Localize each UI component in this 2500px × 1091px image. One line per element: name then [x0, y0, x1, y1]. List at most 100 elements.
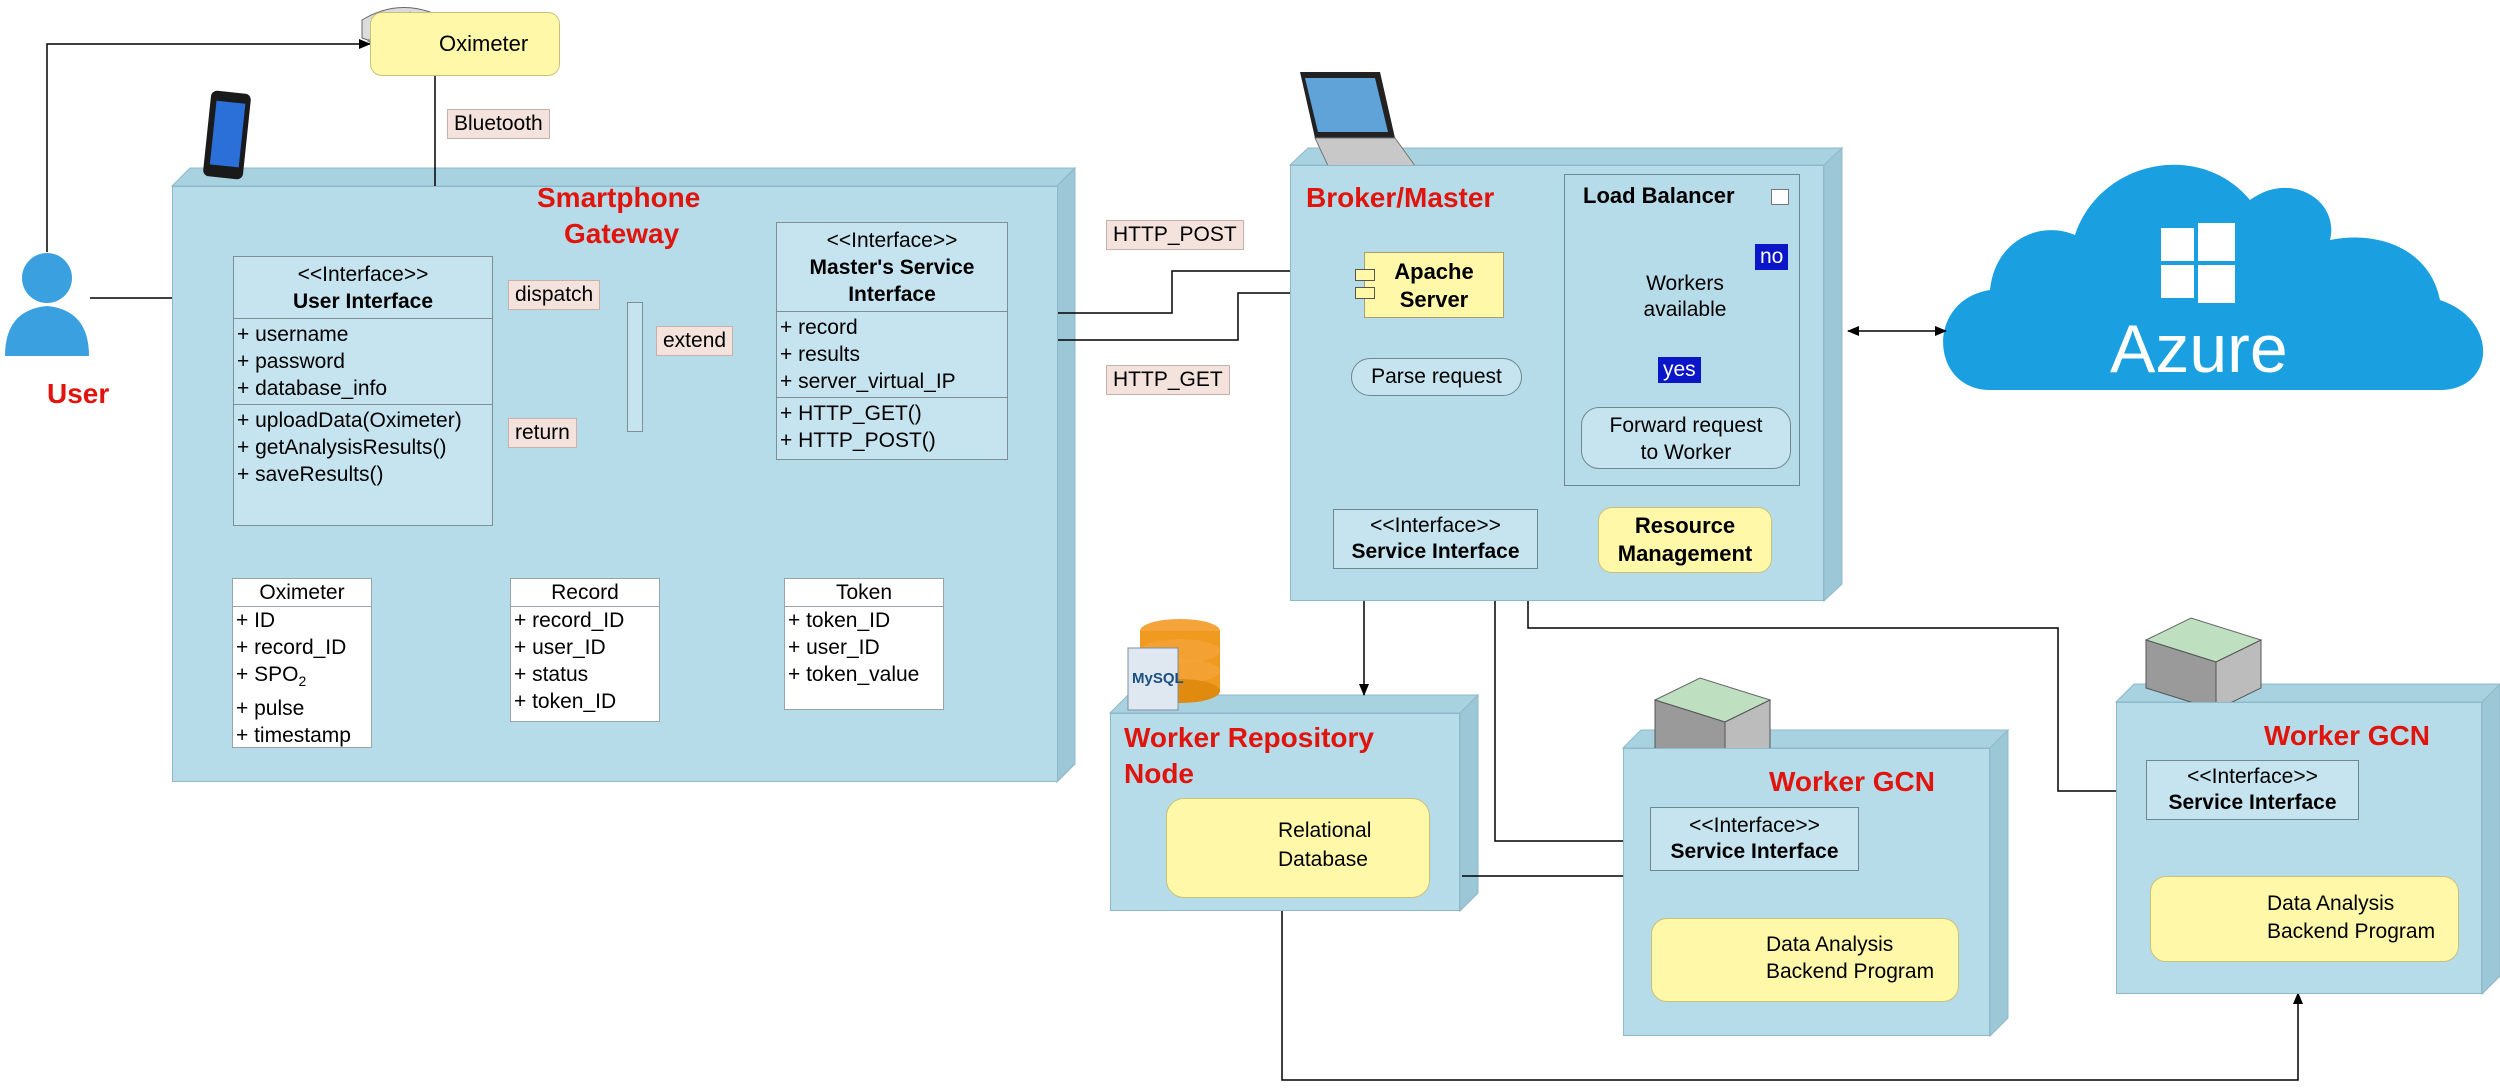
worker2-title: Worker GCN	[2264, 720, 2430, 751]
field: + token_ID	[788, 609, 891, 632]
field: + token_value	[788, 663, 920, 686]
masters-service-interface-class[interactable]: <<Interface>> Master's Service Interface…	[776, 222, 1008, 460]
apache-server-component[interactable]: Apache Server	[1355, 252, 1504, 318]
broker-title: Broker/Master	[1306, 182, 1495, 213]
apache-label-line1: Apache	[1394, 259, 1474, 284]
worker2-service-interface[interactable]: <<Interface>> Service Interface	[2146, 760, 2359, 820]
field: + user_ID	[788, 636, 880, 659]
user-interface-methods: + uploadData(Oximeter) + getAnalysisResu…	[234, 405, 492, 490]
stereotype: <<Interface>>	[2187, 765, 2318, 788]
method: + getAnalysisResults()	[237, 436, 447, 459]
return-label: return	[508, 418, 577, 448]
no-tag: no	[1755, 244, 1789, 270]
record-class-name: Record	[511, 579, 659, 607]
dispatch-bar	[627, 302, 643, 432]
mysql-label: MySQL	[1132, 670, 1184, 687]
decision-label-line2: available	[1643, 298, 1727, 321]
masters-interface-attributes: + record + results + server_virtual_IP	[777, 312, 1007, 398]
broker-service-interface[interactable]: <<Interface>> Service Interface	[1333, 509, 1538, 569]
oximeter-class[interactable]: Oximeter + ID + record_ID + SPO2 + pulse…	[232, 578, 372, 748]
apache-label-line2: Server	[1399, 287, 1469, 312]
attribute: + password	[237, 350, 345, 373]
spo2-subscript: 2	[298, 673, 307, 690]
db-label-line1: Relational	[1278, 819, 1372, 842]
attribute: + database_info	[237, 377, 388, 400]
db-label-line2: Database	[1278, 848, 1368, 871]
component-port	[1355, 269, 1375, 281]
program2-label-line2: Backend Program	[2267, 920, 2436, 943]
field: + pulse	[236, 697, 305, 721]
token-class-name: Token	[785, 579, 943, 607]
load-balancer-title: Load Balancer	[1583, 183, 1735, 208]
program1-label-line1: Data Analysis	[1766, 933, 1894, 956]
extend-label: extend	[656, 326, 734, 356]
worker1-analysis-program[interactable]	[1651, 918, 1959, 1002]
resource-management[interactable]: Resource Management	[1598, 507, 1772, 573]
record-class[interactable]: Record + record_ID + user_ID + status + …	[510, 578, 660, 722]
stereotype: <<Interface>>	[1689, 814, 1820, 837]
method: + HTTP_POST()	[780, 429, 936, 452]
field: + record_ID	[236, 636, 347, 659]
raspberry-pi-icon-worker2	[2144, 617, 2263, 711]
field-spo2: + SPO2	[233, 661, 371, 695]
worker2-analysis-program[interactable]	[2150, 876, 2459, 962]
dispatch-label: dispatch	[508, 280, 601, 310]
method: + saveResults()	[237, 463, 384, 486]
menu-icon	[1771, 189, 1789, 205]
program1-label-line2: Backend Program	[1766, 960, 1935, 983]
token-class[interactable]: Token + token_ID + user_ID + token_value	[784, 578, 944, 710]
field: + token_ID	[514, 690, 617, 713]
parse-request-label: Parse request	[1371, 365, 1502, 388]
attribute: + server_virtual_IP	[780, 370, 956, 393]
http-get-label: HTTP_GET	[1106, 365, 1230, 395]
repository-title-line1: Worker Repository	[1124, 722, 1374, 753]
http-post-label: HTTP_POST	[1106, 220, 1244, 250]
decision-label-line1: Workers	[1646, 272, 1724, 295]
worker1-service-interface[interactable]: <<Interface>> Service Interface	[1650, 807, 1859, 871]
user-interface-header: <<Interface>> User Interface	[234, 257, 492, 319]
laptop-icon	[1300, 72, 1419, 171]
service-interface-name: Service Interface	[1351, 540, 1520, 563]
field: + record_ID	[514, 609, 625, 632]
masters-interface-stereotype: <<Interface>>	[826, 229, 958, 252]
program2-label-line1: Data Analysis	[2267, 892, 2395, 915]
worker1-title: Worker GCN	[1769, 766, 1935, 797]
azure-label: Azure	[2110, 311, 2288, 387]
smartphone-title-line2: Gateway	[564, 218, 680, 249]
mysql-icon	[1127, 619, 1220, 711]
method: + uploadData(Oximeter)	[237, 409, 462, 432]
parse-request-step[interactable]: Parse request	[1351, 358, 1522, 396]
bluetooth-label: Bluetooth	[447, 109, 550, 139]
component-port	[1355, 287, 1375, 299]
forward-label-line2: to Worker	[1640, 441, 1732, 464]
attribute: + record	[780, 316, 858, 339]
stereotype: <<Interface>>	[1370, 514, 1501, 537]
user-person-icon	[5, 253, 89, 356]
yes-tag: yes	[1658, 357, 1701, 383]
user-interface-name: User Interface	[292, 290, 434, 313]
forward-label-line1: Forward request	[1609, 414, 1763, 437]
oximeter-device-box: Oximeter	[370, 12, 560, 76]
user-label: User	[47, 378, 110, 409]
field: + ID	[236, 609, 276, 632]
field: + timestamp	[236, 724, 351, 748]
forward-request-step[interactable]: Forward request to Worker	[1581, 407, 1791, 469]
resource-label-line1: Resource	[1634, 513, 1736, 538]
user-interface-stereotype: <<Interface>>	[297, 263, 429, 286]
field: + SPO	[236, 663, 299, 686]
service-interface-name: Service Interface	[1670, 840, 1839, 863]
field: + user_ID	[514, 636, 606, 659]
field: + status	[514, 663, 589, 686]
relational-database[interactable]	[1166, 798, 1430, 898]
load-balancer-box: Load Balancer	[1564, 174, 1800, 486]
smartphone-icon	[203, 90, 251, 180]
masters-interface-methods: + HTTP_GET() + HTTP_POST()	[777, 398, 1007, 456]
user-interface-class[interactable]: <<Interface>> User Interface + username …	[233, 256, 493, 526]
attribute: + results	[780, 343, 860, 366]
resource-label-line2: Management	[1617, 541, 1753, 566]
user-interface-attributes: + username + password + database_info	[234, 319, 492, 405]
oximeter-device-label: Oximeter	[439, 31, 529, 56]
oximeter-class-name: Oximeter	[233, 579, 371, 607]
attribute: + username	[237, 323, 349, 346]
smartphone-title-line1: Smartphone	[537, 182, 701, 213]
